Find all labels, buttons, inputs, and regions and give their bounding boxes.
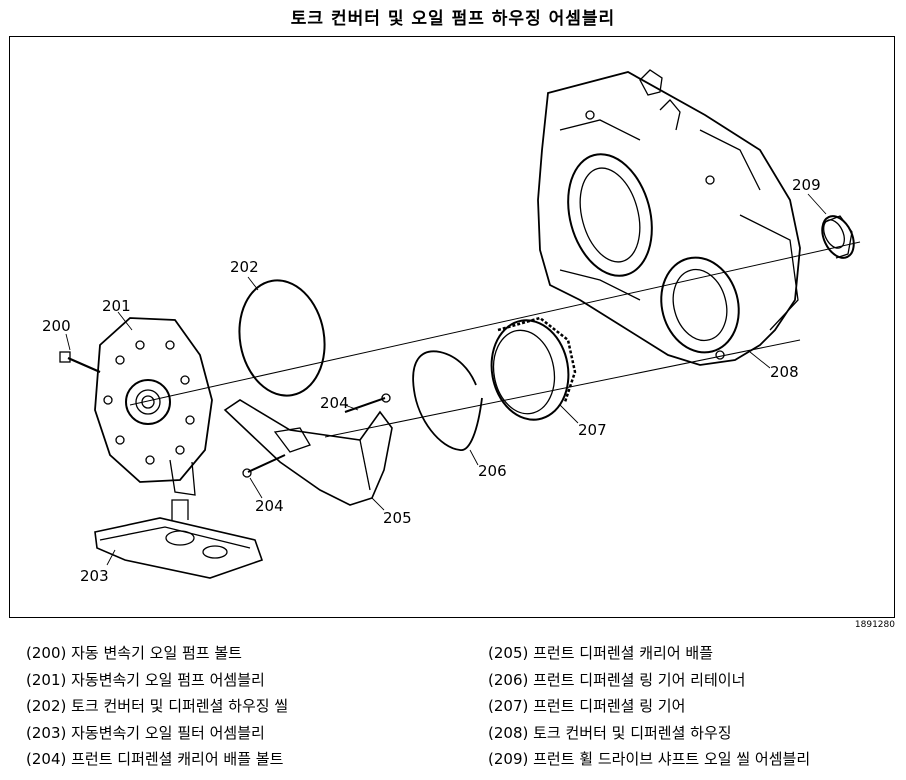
legend-right-column: (205) 프런트 디퍼렌셜 캐리어 배플 (206) 프런트 디퍼렌셜 링 기… (488, 640, 810, 773)
assembly-axis-line (129, 241, 861, 406)
legend-left-column: (200) 자동 변속기 오일 펌프 볼트 (201) 자동변속기 오일 펌프 … (26, 640, 288, 773)
legend-item-207: (207) 프런트 디퍼렌셜 링 기어 (488, 697, 686, 715)
callout-206: 206 (478, 462, 507, 480)
legend-item-208: (208) 토크 컨버터 및 디퍼렌셜 하우징 (488, 723, 732, 742)
page-title: 토크 컨버터 및 오일 펌프 하우징 어셈블리 (290, 9, 616, 29)
legend-item-209: (209) 프런트 휠 드라이브 샤프트 오일 씰 어셈블리 (488, 750, 811, 768)
baffle-bolt-204-top-drawing (344, 393, 391, 413)
callout-208: 208 (770, 363, 799, 381)
legend-item-204: (204) 프런트 디퍼렌셜 캐리어 배플 볼트 (26, 750, 284, 768)
ring-gear-retainer-206-drawing (412, 350, 483, 451)
baffle-bolt-204-bottom-drawing (242, 454, 286, 478)
housing-seal-202-drawing (238, 279, 326, 397)
ring-gear-207-drawing (490, 316, 577, 421)
legend-item-203: (203) 자동변속기 오일 필터 어셈블리 (26, 723, 265, 742)
housing-208-drawing (537, 69, 801, 366)
callout-209: 209 (792, 176, 821, 194)
legend-item-202: (202) 토크 컨버터 및 디퍼렌셜 하우징 씰 (26, 697, 289, 715)
callout-204-top: 204 (320, 394, 349, 412)
pump-bolt-200-drawing (59, 351, 101, 374)
callout-200: 200 (42, 317, 71, 335)
callout-204-bottom: 204 (255, 497, 284, 515)
diagram-frame (9, 36, 895, 618)
legend-item-200: (200) 자동 변속기 오일 펌프 볼트 (26, 644, 242, 662)
differential-axis-line (324, 339, 801, 438)
callout-207: 207 (578, 421, 607, 439)
legend-item-206: (206) 프런트 디퍼렌셜 링 기어 리테이너 (488, 670, 746, 689)
callout-205: 205 (383, 509, 412, 527)
callout-201: 201 (102, 297, 131, 315)
callout-203: 203 (80, 567, 109, 585)
figure-id: 1891280 (854, 620, 895, 630)
legend-item-205: (205) 프런트 디퍼렌셜 캐리어 배플 (488, 644, 714, 662)
callout-202: 202 (230, 258, 259, 276)
oil-filter-203-drawing (94, 499, 264, 579)
legend-item-201: (201) 자동변속기 오일 펌프 어셈블리 (26, 670, 265, 689)
oil-pump-201-drawing (94, 317, 213, 496)
carrier-baffle-205-drawing (223, 399, 393, 506)
oil-seal-209-drawing (821, 215, 855, 259)
